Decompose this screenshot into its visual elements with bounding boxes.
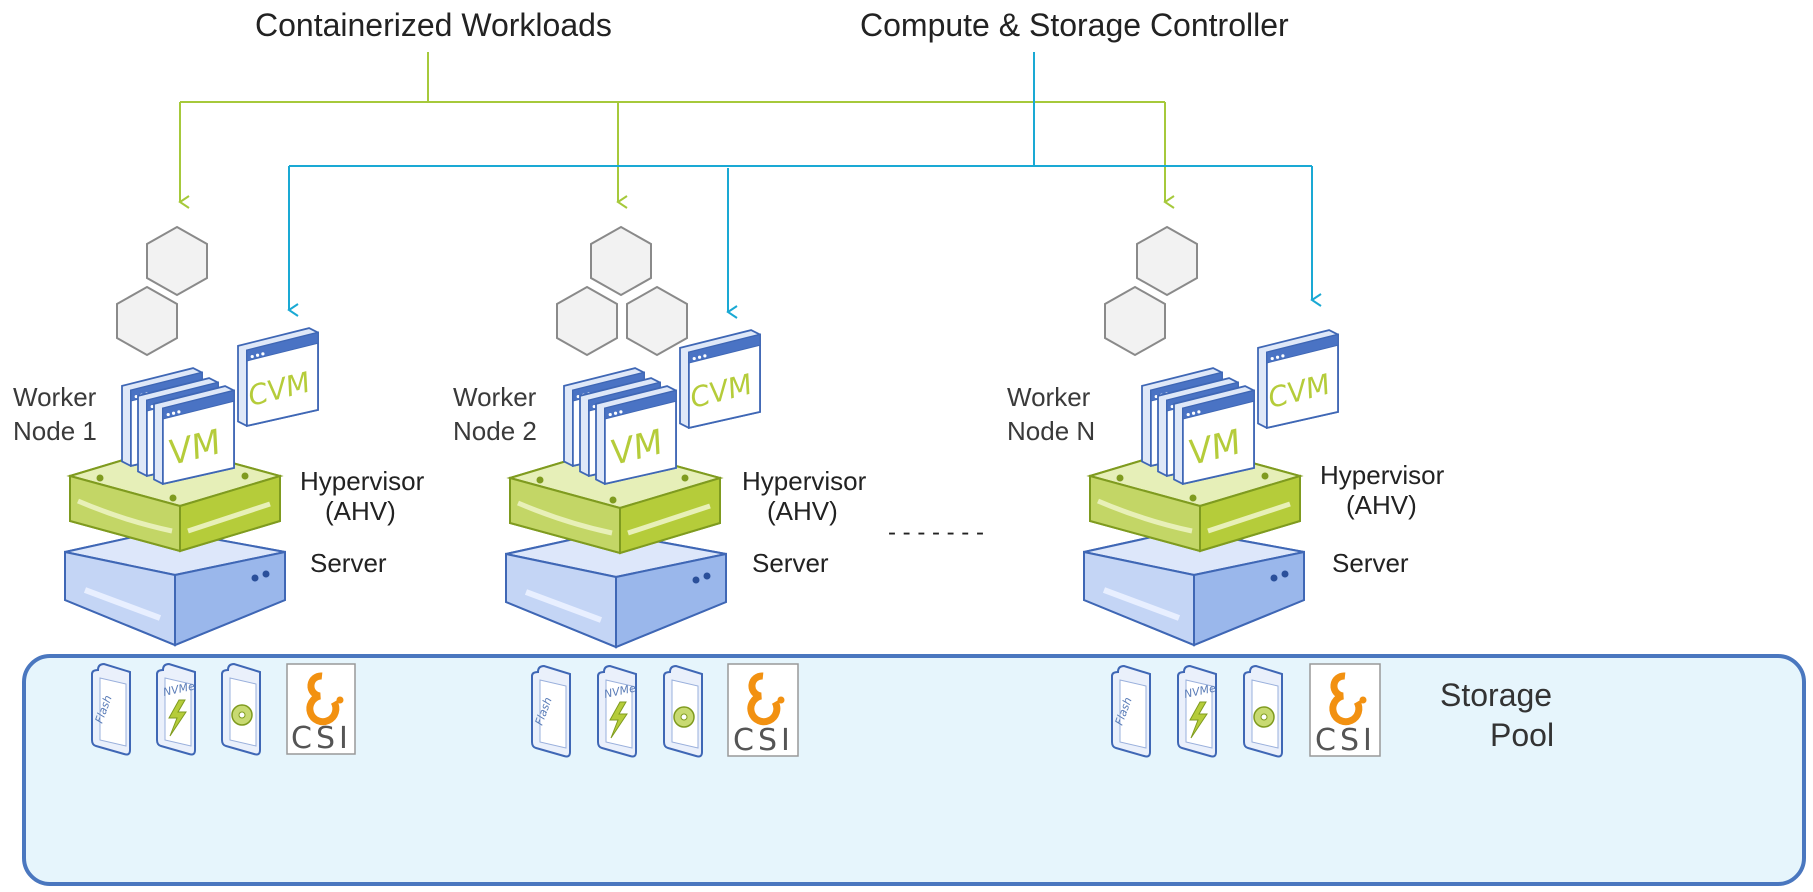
- disk-drive-icon: [1243, 665, 1283, 758]
- containerized-workloads-title: Containerized Workloads: [255, 7, 612, 43]
- hypervisor-label-line2: (AHV): [1346, 490, 1417, 520]
- nvme-drive-icon: NVMe: [597, 665, 637, 758]
- vm-window-icon: VM: [563, 367, 677, 485]
- cvm-window-icon: CVM: [1257, 329, 1339, 429]
- controller-title: Compute & Storage Controller: [860, 7, 1289, 43]
- csi-logo-icon: CSI: [1309, 663, 1381, 758]
- hexagon-icon: [1136, 226, 1198, 296]
- hypervisor-label-line1: Hypervisor: [300, 466, 425, 496]
- hexagon-icon: [146, 226, 208, 296]
- vm-window-icon: VM: [121, 367, 235, 485]
- hypervisor-label-line2: (AHV): [767, 496, 838, 526]
- hypervisor-label-line1: Hypervisor: [742, 466, 867, 496]
- more-nodes-ellipsis: - - - - - - -: [888, 519, 984, 546]
- storage-group-1: Flash NVMe CSI: [91, 663, 356, 756]
- hexagon-icon: [590, 226, 652, 296]
- worker-node-label-line2: Node 1: [13, 416, 97, 446]
- csi-logo-icon: CSI: [727, 663, 799, 758]
- worker-node-2: CVM VM Worker Node 2 Hypervisor (AHV) Se…: [453, 226, 867, 647]
- csi-logo-icon: CSI: [286, 663, 356, 756]
- storage-group-n: Flash NVMe CSI: [1111, 663, 1381, 758]
- worker-node-n: CVM VM Worker Node N Hypervisor (AHV) Se…: [1007, 226, 1445, 645]
- hypervisor-label-line2: (AHV): [325, 496, 396, 526]
- svg-text:CSI: CSI: [291, 721, 352, 756]
- controller-connectors: [287, 52, 1322, 319]
- hypervisor-label-line1: Hypervisor: [1320, 460, 1445, 490]
- storage-pool-label-line2: Pool: [1490, 717, 1554, 753]
- disk-drive-icon: [221, 663, 261, 756]
- hexagon-icon: [626, 286, 688, 356]
- nvme-drive-icon: NVMe: [1177, 665, 1217, 758]
- hexagon-icon: [1104, 286, 1166, 356]
- worker-node-label-line1: Worker: [13, 382, 97, 412]
- storage-group-2: Flash NVMe CSI: [531, 663, 799, 758]
- hexagon-icon: [116, 286, 178, 356]
- worker-node-label-line2: Node 2: [453, 416, 537, 446]
- worker-node-label-line2: Node N: [1007, 416, 1095, 446]
- workload-connectors: [178, 52, 1175, 209]
- server-label: Server: [310, 548, 387, 578]
- flash-drive-icon: Flash: [531, 665, 571, 758]
- worker-node-label-line1: Worker: [453, 382, 537, 412]
- hexagon-icon: [556, 286, 618, 356]
- vm-window-icon: VM: [1141, 367, 1255, 485]
- storage-pool-label-line1: Storage: [1440, 677, 1552, 713]
- flash-drive-icon: Flash: [1111, 665, 1151, 758]
- server-label: Server: [752, 548, 829, 578]
- nvme-drive-icon: NVMe: [156, 663, 196, 756]
- cvm-window-icon: CVM: [679, 329, 761, 429]
- flash-drive-icon: Flash: [91, 663, 131, 756]
- worker-node-label-line1: Worker: [1007, 382, 1091, 412]
- server-label: Server: [1332, 548, 1409, 578]
- svg-text:CSI: CSI: [1315, 723, 1376, 758]
- svg-text:CSI: CSI: [733, 723, 794, 758]
- worker-node-1: CVM VM Worker Node 1 Hypervisor (AHV) Se…: [13, 226, 425, 645]
- disk-drive-icon: [663, 665, 703, 758]
- cvm-window-icon: CVM: [237, 327, 319, 427]
